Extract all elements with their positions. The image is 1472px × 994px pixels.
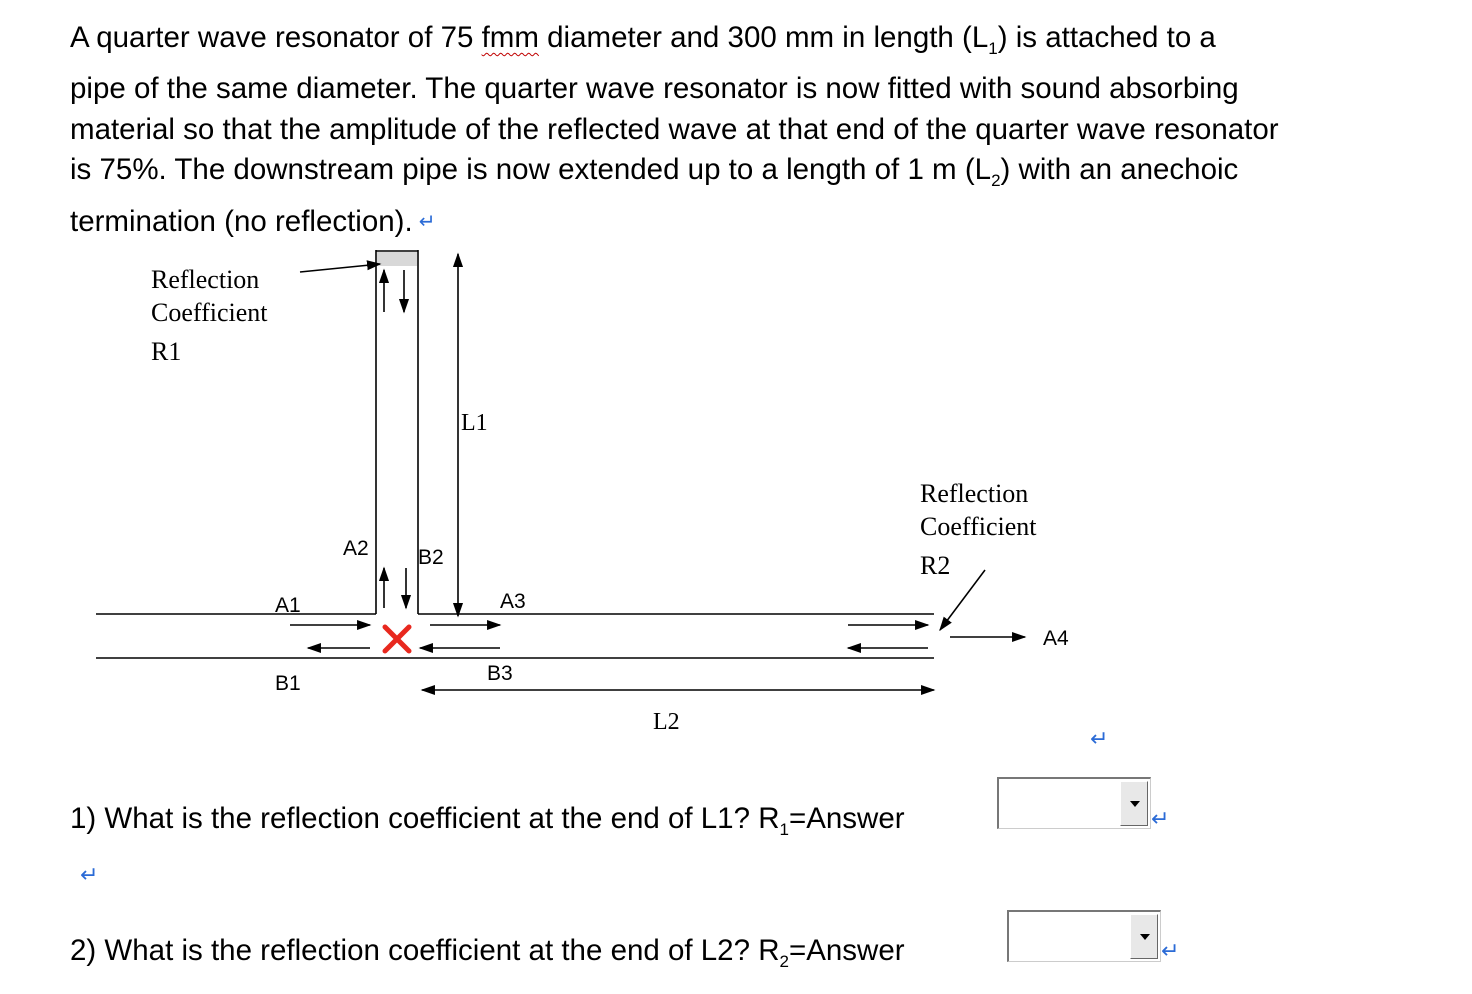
question-suffix: =Answer <box>788 934 905 967</box>
question-1: 1) What is the reflection coefficient at… <box>70 802 905 840</box>
problem-line-1: A quarter wave resonator of 75 fmm diame… <box>70 18 1430 69</box>
resonator-tube <box>375 250 419 614</box>
a2-label: A2 <box>343 537 369 560</box>
return-mark-icon: ↵ <box>1161 938 1180 963</box>
a3-label: A3 <box>500 590 526 613</box>
b2-label: B2 <box>418 546 444 569</box>
text-segment: ) is attached to a <box>997 21 1216 54</box>
text-segment: ) with an anechoic <box>1000 153 1239 187</box>
misspelled-word: fmm <box>481 21 539 54</box>
return-mark-icon: ↵ <box>1090 726 1108 751</box>
subscript: 2 <box>991 171 1001 191</box>
subscript: 2 <box>779 951 789 971</box>
problem-line-5: termination (no reflection).↵ <box>70 202 1430 243</box>
problem-line-4: is 75%. The downstream pipe is now exten… <box>70 150 1430 201</box>
r2-leader-arrow <box>939 569 986 632</box>
r1-label-line-2: Coefficient <box>151 298 268 327</box>
b1-label: B1 <box>275 672 301 695</box>
text-segment: termination (no reflection). <box>70 204 413 238</box>
problem-statement: A quarter wave resonator of 75 fmm diame… <box>70 18 1430 242</box>
answer-2-dropdown-button[interactable] <box>1130 914 1158 959</box>
answer-1-dropdown[interactable] <box>997 777 1151 829</box>
l2-label: L2 <box>653 709 680 735</box>
return-mark-icon: ↵ <box>418 210 436 233</box>
chevron-down-icon <box>1140 933 1150 940</box>
r2-label-line-1: Reflection <box>920 479 1028 508</box>
subscript: 1 <box>779 819 789 839</box>
question-suffix: =Answer <box>788 802 905 835</box>
answer-1-dropdown-button[interactable] <box>1120 781 1148 826</box>
l1-label: L1 <box>461 410 488 436</box>
text-segment: diameter and 300 mm in length (L <box>538 21 989 54</box>
question-text: 2) What is the reflection coefficient at… <box>70 934 780 967</box>
absorbing-material <box>377 252 417 266</box>
problem-line-3: material so that the amplitude of the re… <box>70 112 1279 146</box>
question-2: 2) What is the reflection coefficient at… <box>70 934 905 972</box>
subscript: 1 <box>988 38 998 58</box>
problem-line-2: pipe of the same diameter. The quarter w… <box>70 72 1239 106</box>
r1-label-line-1: Reflection <box>151 265 259 294</box>
r2-label-line-3: R2 <box>920 551 950 580</box>
resonator-diagram: Reflection Coefficient R1 L1 A2 B2 A1 B1… <box>96 250 1108 751</box>
chevron-down-icon <box>1130 800 1140 807</box>
return-mark-icon: ↵ <box>1151 806 1170 831</box>
text-segment: A quarter wave resonator of 75 <box>70 21 482 54</box>
text-segment: is 75%. The downstream pipe is now exten… <box>70 153 992 187</box>
r2-label-line-2: Coefficient <box>920 512 1037 541</box>
return-mark-icon: ↵ <box>80 862 99 887</box>
main-pipe <box>96 613 934 659</box>
junction-x-icon <box>382 624 412 654</box>
a4-label: A4 <box>1043 627 1069 650</box>
r1-label-line-3: R1 <box>151 337 181 366</box>
b3-label: B3 <box>487 662 513 685</box>
a1-label: A1 <box>275 594 301 617</box>
answer-2-dropdown[interactable] <box>1007 910 1161 962</box>
r1-leader-arrow <box>299 260 382 273</box>
question-text: 1) What is the reflection coefficient at… <box>70 802 780 835</box>
